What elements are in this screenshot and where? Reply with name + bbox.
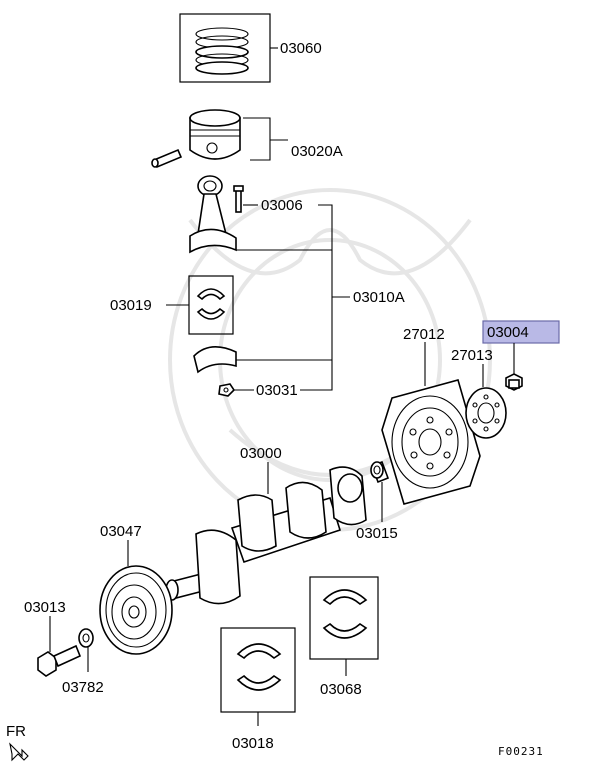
callout-piston-rings[interactable]: 03060 [280, 40, 322, 57]
conrod-cap-part[interactable] [193, 346, 237, 374]
crankshaft-part[interactable] [165, 462, 367, 605]
damper-pulley-part[interactable] [99, 540, 173, 655]
conrod-bearing-part[interactable] [166, 275, 234, 335]
figure-code: F00231 [498, 745, 544, 758]
callout-conrod-assy[interactable]: 03010A [353, 289, 405, 306]
main-bearing-part[interactable] [220, 627, 296, 726]
piston-rings-part[interactable] [179, 13, 278, 83]
direction-arrow-icon [9, 742, 29, 762]
pilot-bushing-part[interactable] [370, 460, 390, 522]
callout-flywheel-bolt[interactable]: 03004 [487, 324, 529, 341]
pulley-bolt-part[interactable] [37, 616, 82, 677]
callout-damper-pulley[interactable]: 03047 [100, 523, 142, 540]
flywheel-bolt-part[interactable] [505, 343, 523, 391]
callout-flywheel[interactable]: 27012 [403, 326, 445, 343]
callout-conrod-bolt[interactable]: 03006 [261, 197, 303, 214]
callout-piston[interactable]: 03020A [291, 143, 343, 160]
callout-adapter-plate[interactable]: 27013 [451, 347, 493, 364]
callout-pilot-bushing[interactable]: 03015 [356, 525, 398, 542]
callout-conrod-nut[interactable]: 03031 [256, 382, 298, 399]
callout-pulley-bolt[interactable]: 03013 [24, 599, 66, 616]
adapter-plate-part[interactable] [465, 364, 507, 439]
leader-conrod-assy [300, 204, 333, 391]
piston-part[interactable] [151, 109, 288, 169]
direction-label: FR [6, 723, 26, 740]
callout-flywheel-bolt-highlight[interactable] [482, 320, 560, 344]
callout-main-bearing[interactable]: 03018 [232, 735, 274, 752]
callout-washer[interactable]: 03782 [62, 679, 104, 696]
callout-thrust-bearing[interactable]: 03068 [320, 681, 362, 698]
washer-part[interactable] [78, 628, 94, 672]
flywheel-part[interactable] [381, 342, 481, 505]
conrod-nut-part[interactable] [218, 383, 254, 397]
callout-conrod-bearing[interactable]: 03019 [110, 297, 152, 314]
front-direction-indicator: FR [6, 723, 29, 762]
thrust-bearing-part[interactable] [309, 576, 379, 676]
callout-crankshaft[interactable]: 03000 [240, 445, 282, 462]
connecting-rod-part[interactable] [189, 175, 244, 254]
